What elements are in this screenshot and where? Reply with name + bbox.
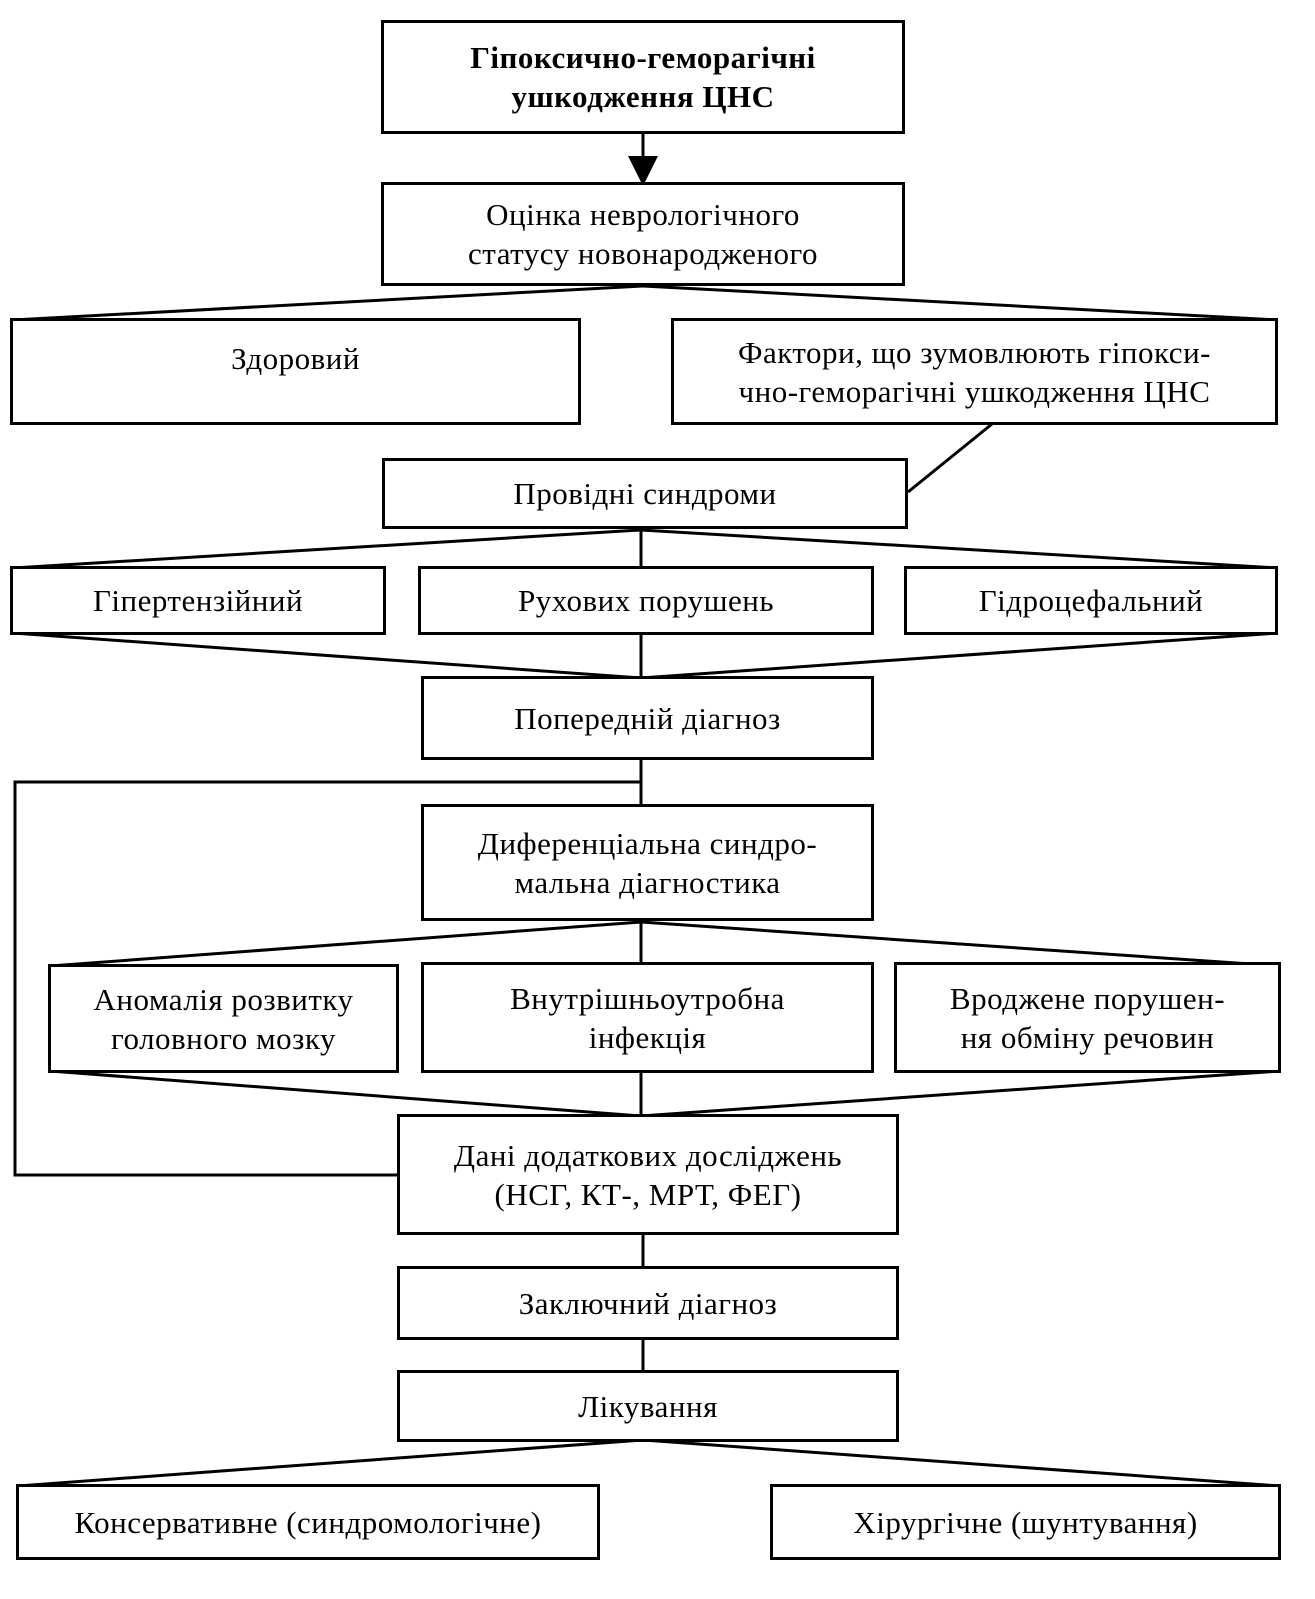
node-root-line-2: ушкодження ЦНС xyxy=(511,79,775,114)
edge-treatment-to-surgical xyxy=(642,1438,1281,1488)
node-metabolic: Вроджене порушен- ня обміну речовин xyxy=(894,962,1281,1073)
node-metabolic-line-1: Вроджене порушен- xyxy=(949,980,1226,1016)
node-additional-line-2: (НСГ, КТ-, МРТ, ФЕГ) xyxy=(494,1176,802,1212)
node-infection: Внутрішньоутробна інфекція xyxy=(421,962,874,1073)
node-metabolic-line-2: ня обміну речовин xyxy=(960,1019,1215,1055)
node-treatment: Лікування xyxy=(397,1370,899,1442)
edge-differential-to-anomaly xyxy=(49,920,642,968)
node-treatment-line-1: Лікування xyxy=(578,1388,718,1424)
node-root: Гіпоксично-геморагічні ушкодження ЦНС xyxy=(381,20,905,134)
edge-treatment-to-conservative xyxy=(17,1438,644,1488)
node-hydrocephalic: Гідроцефальний xyxy=(904,566,1278,635)
node-infection-line-2: інфекція xyxy=(588,1019,707,1055)
node-differential: Диференціальна синдро- мальна діагностик… xyxy=(421,804,874,921)
node-healthy-line-1: Здоровий xyxy=(231,341,360,376)
edge-assessment-to-factors xyxy=(642,284,1279,322)
node-differential-line-2: мальна діагностика xyxy=(514,864,781,900)
node-healthy: Здоровий xyxy=(10,318,581,425)
node-surgical-line-1: Хірургічне (шунтування) xyxy=(853,1504,1198,1540)
node-leading-syndromes: Провідні синдроми xyxy=(382,458,908,529)
node-anomaly: Аномалія розвитку головного мозку xyxy=(48,964,399,1073)
edge-hydrocephalic-to-preliminary xyxy=(640,631,1279,680)
node-differential-line-1: Диференціальна синдро- xyxy=(477,825,818,861)
node-additional-line-1: Дані додаткових досліджень xyxy=(453,1137,843,1173)
edge-metabolic-to-additional xyxy=(640,1069,1281,1118)
edge-leading-to-hydrocephalic xyxy=(640,528,1279,570)
node-hypertensive-line-1: Гіпертензійний xyxy=(92,583,304,618)
node-anomaly-line-1: Аномалія розвитку xyxy=(93,981,354,1017)
edge-anomaly-to-additional xyxy=(49,1069,642,1118)
edge-leading-to-hypertensive xyxy=(12,528,642,570)
node-final: Заключний діагноз xyxy=(397,1266,899,1340)
node-hydrocephalic-line-1: Гідроцефальний xyxy=(978,583,1204,618)
edge-hypertensive-to-preliminary xyxy=(12,631,642,680)
node-factors-line-2: чно-геморагічні ушкодження ЦНС xyxy=(738,373,1211,409)
node-assessment-line-2: статусу новонародженого xyxy=(468,236,818,271)
edge-differential-to-metabolic xyxy=(640,920,1281,968)
node-factors: Фактори, що зумовлюють гіпокси- чно-гемо… xyxy=(671,318,1278,425)
node-additional: Дані додаткових досліджень (НСГ, КТ-, МР… xyxy=(397,1114,899,1235)
node-hypertensive: Гіпертензійний xyxy=(10,566,386,635)
node-conservative: Консервативне (синдромологічне) xyxy=(16,1484,600,1560)
node-surgical: Хірургічне (шунтування) xyxy=(770,1484,1281,1560)
node-final-line-1: Заключний діагноз xyxy=(518,1285,778,1321)
node-anomaly-line-2: головного мозку xyxy=(111,1020,336,1056)
node-preliminary-line-1: Попередній діагноз xyxy=(514,700,781,736)
node-leading-syndromes-line-1: Провідні синдроми xyxy=(513,476,777,511)
node-motor: Рухових порушень xyxy=(418,566,874,635)
node-conservative-line-1: Консервативне (синдромологічне) xyxy=(74,1504,542,1540)
node-preliminary: Попередній діагноз xyxy=(421,676,874,760)
node-root-line-1: Гіпоксично-геморагічні xyxy=(470,40,816,75)
node-assessment: Оцінка неврологічного статусу новонародж… xyxy=(381,182,905,286)
node-infection-line-1: Внутрішньоутробна xyxy=(510,980,785,1016)
node-assessment-line-1: Оцінка неврологічного xyxy=(486,197,800,232)
edge-preliminary-bypass-to-additional xyxy=(13,780,641,1177)
edge-factors-to-leading-syndromes xyxy=(907,422,993,494)
node-motor-line-1: Рухових порушень xyxy=(517,583,775,618)
node-factors-line-1: Фактори, що зумовлюють гіпокси- xyxy=(738,334,1211,370)
edge-assessment-to-healthy xyxy=(12,284,644,322)
